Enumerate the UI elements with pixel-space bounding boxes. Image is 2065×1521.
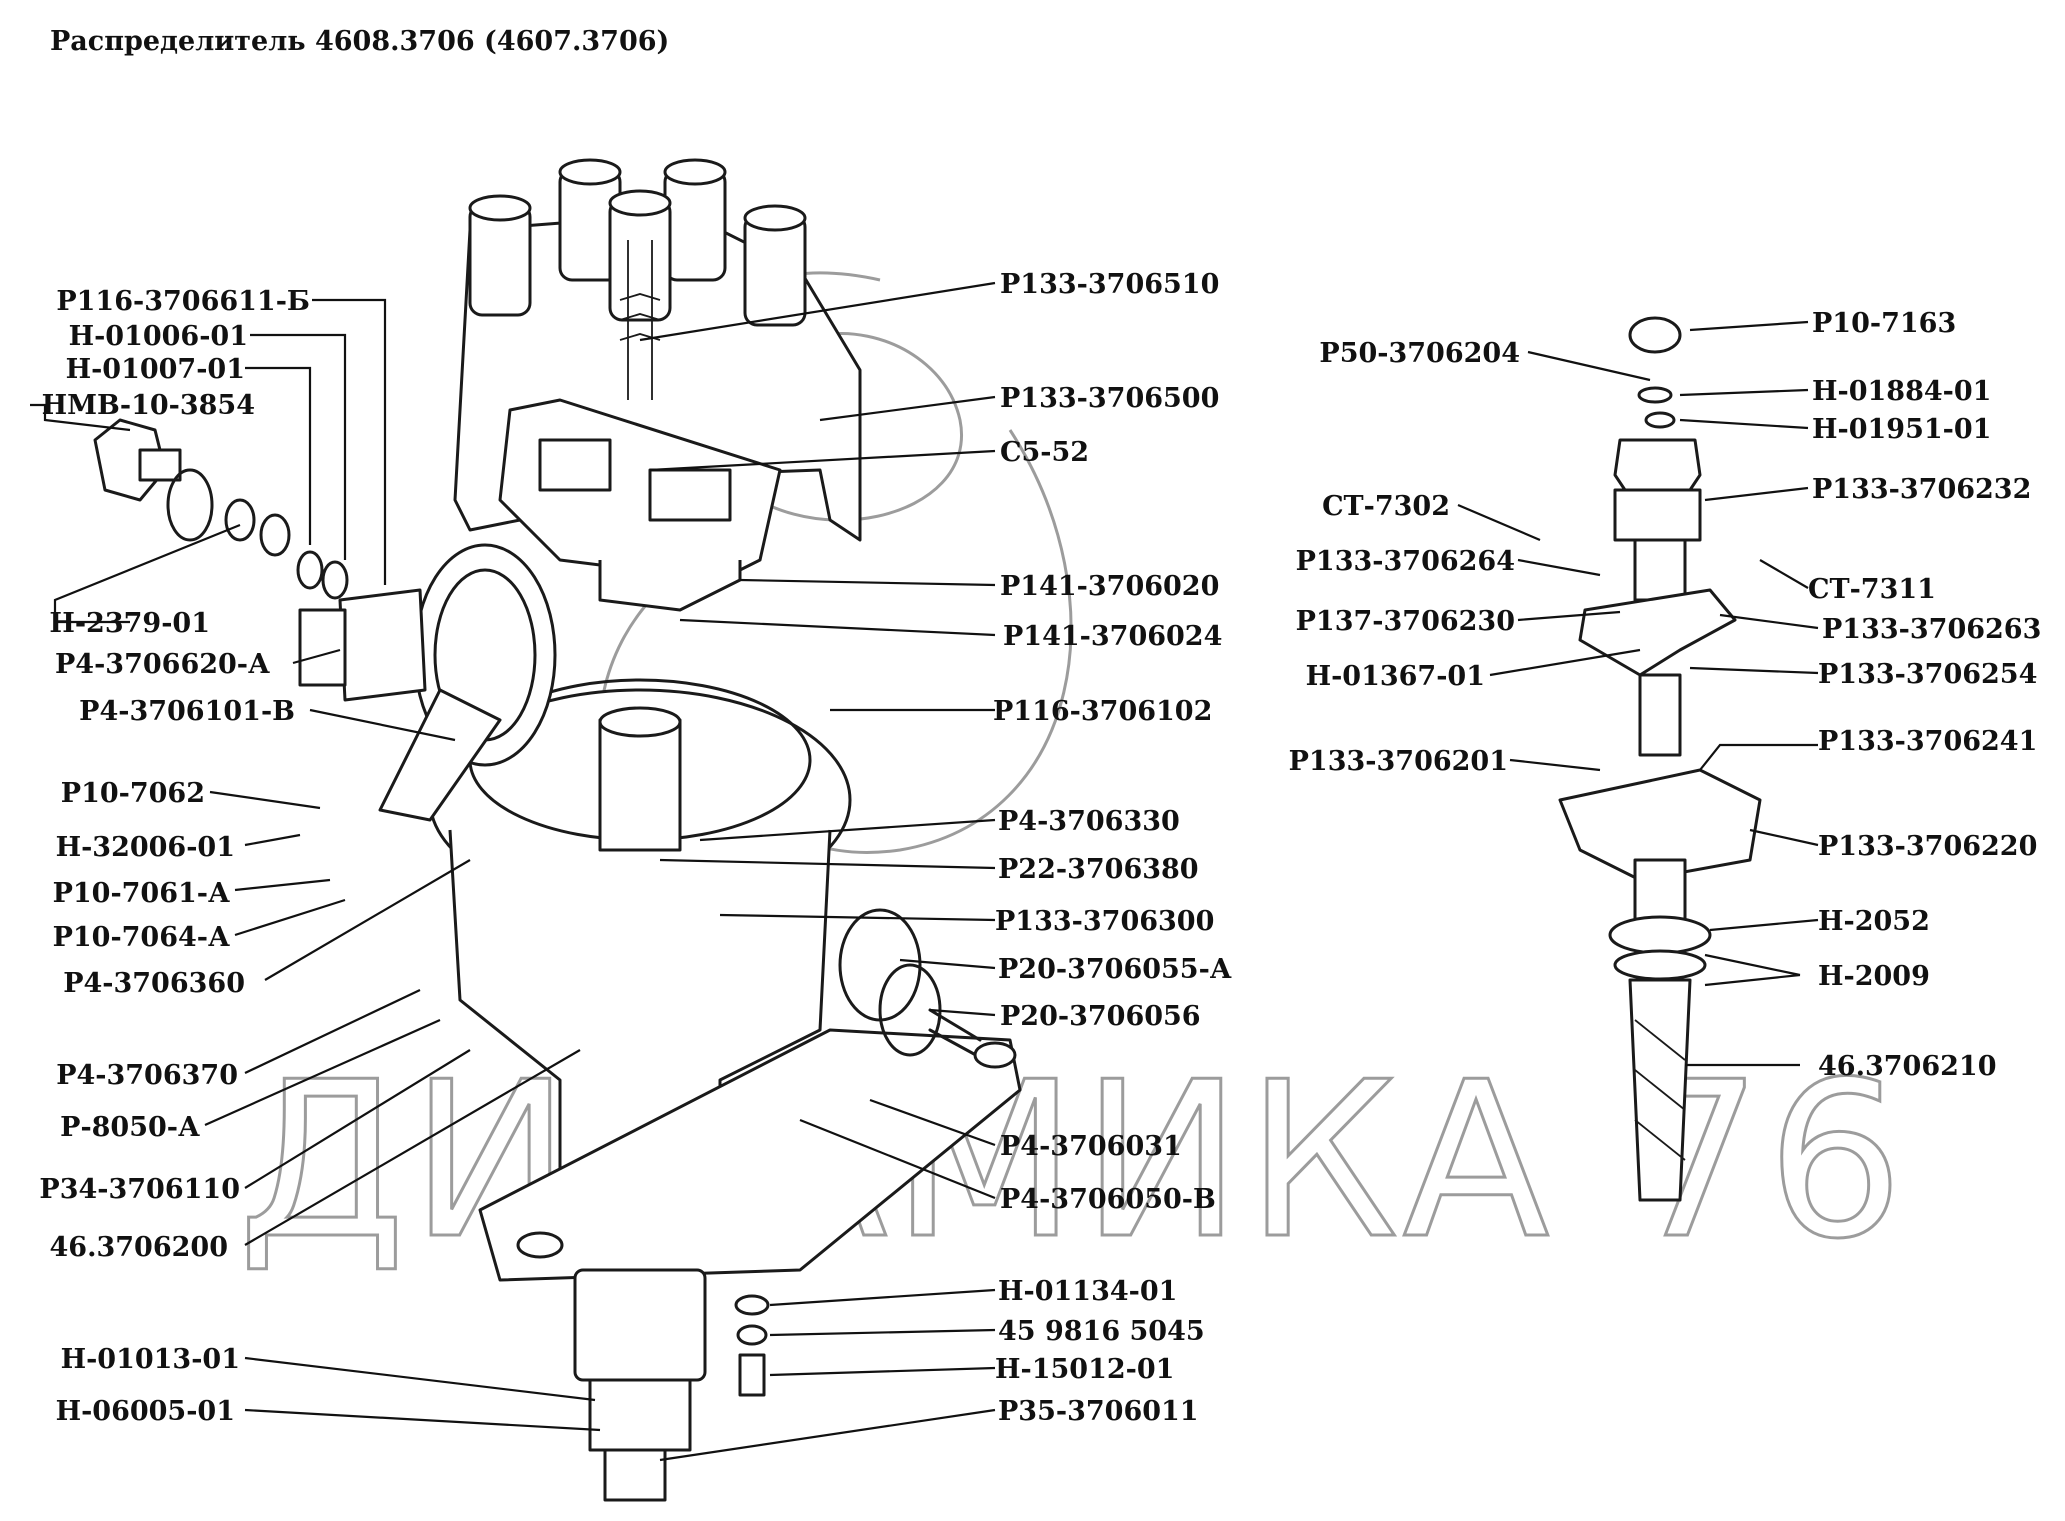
part-label: Р4-3706370 [56,1060,238,1091]
page-title: Распределитель 4608.3706 (4607.3706) [50,26,669,57]
rotor [498,398,782,612]
part-label: Р35-3706011 [998,1396,1199,1427]
part-label: Р4-3706360 [63,968,245,999]
part-label: С5-52 [1000,437,1089,468]
part-label: Н-01884-01 [1812,376,1991,407]
part-label: Р137-3706230 [1296,606,1515,637]
part-label: Н-01013-01 [61,1344,240,1375]
part-label: 45 9816 5045 [998,1316,1205,1347]
part-label: Р133-3706510 [1000,269,1219,300]
vacuum-regulator [298,543,557,822]
part-label: Р-8050-А [60,1112,200,1143]
part-label: Н-2052 [1818,906,1930,937]
part-labels-right: Р133-3706510 Р133-3706500 С5-52 Р141-370… [993,269,1232,1427]
small-fasteners [734,1294,770,1397]
part-labels-shaft: Р10-7163 Р50-3706204 Н-01884-01 Н-01951-… [1289,308,2042,1082]
part-label: Р34-3706110 [39,1174,240,1205]
part-label: Р4-3706101-В [79,696,295,727]
part-label: Н-01951-01 [1812,414,1991,445]
part-label: Р10-7061-А [53,878,230,909]
part-label: Р116-3706102 [993,696,1212,727]
part-label: Р20-3706055-А [998,954,1232,985]
part-label: Р133-3706201 [1289,746,1508,777]
part-label: Р4-3706330 [998,806,1180,837]
part-label: Р133-3706500 [1000,383,1219,414]
shaft-assembly [1558,316,1762,1202]
part-label: Р4-3706031 [1000,1131,1182,1162]
part-label: 46.3706200 [50,1232,228,1263]
part-label: Н-01367-01 [1306,661,1485,692]
part-label: Р141-3706020 [1000,571,1219,602]
distributor-body [428,678,1022,1502]
part-label: Р116-3706611-Б [56,286,310,317]
part-label: Р4-3706620-А [55,649,270,680]
part-label: Р133-3706300 [995,906,1214,937]
part-label: СТ-7302 [1322,491,1450,522]
part-label: Р133-3706241 [1818,726,2037,757]
part-labels-left: Р116-3706611-Б Н-01006-01 Н-01007-01 НМВ… [39,286,310,1427]
part-label: Р133-3706264 [1296,546,1515,577]
part-label: Р133-3706254 [1818,659,2037,690]
part-label: Н-2009 [1818,961,1930,992]
part-label: Р133-3706263 [1822,614,2041,645]
part-label: Р141-3706024 [1003,621,1222,652]
part-label: Р4-3706050-В [1000,1184,1216,1215]
part-label: Р133-3706220 [1818,831,2037,862]
part-label: Р10-7163 [1812,308,1956,339]
part-label: Н-01007-01 [66,354,245,385]
part-label: Н-2379-01 [49,608,210,639]
part-label: Н-06005-01 [56,1396,235,1427]
part-label: Р10-7062 [61,778,205,809]
part-label: Р133-3706232 [1812,474,2031,505]
part-label: Р10-7064-А [53,922,230,953]
part-label: СТ-7311 [1808,574,1936,605]
part-label: 46.3706210 [1818,1051,1996,1082]
left-fittings [93,418,349,600]
part-label: Н-01134-01 [998,1276,1177,1307]
part-label: Н-15012-01 [995,1354,1174,1385]
part-label: Р20-3706056 [1000,1001,1201,1032]
octane-corrector [838,908,1017,1069]
part-label: Н-01006-01 [69,321,248,352]
part-label: НМВ-10-3854 [42,390,255,421]
part-label: Р22-3706380 [998,854,1199,885]
part-label: Н-32006-01 [56,832,235,863]
leader-lines [30,281,1819,1462]
part-label: Р50-3706204 [1319,338,1520,369]
